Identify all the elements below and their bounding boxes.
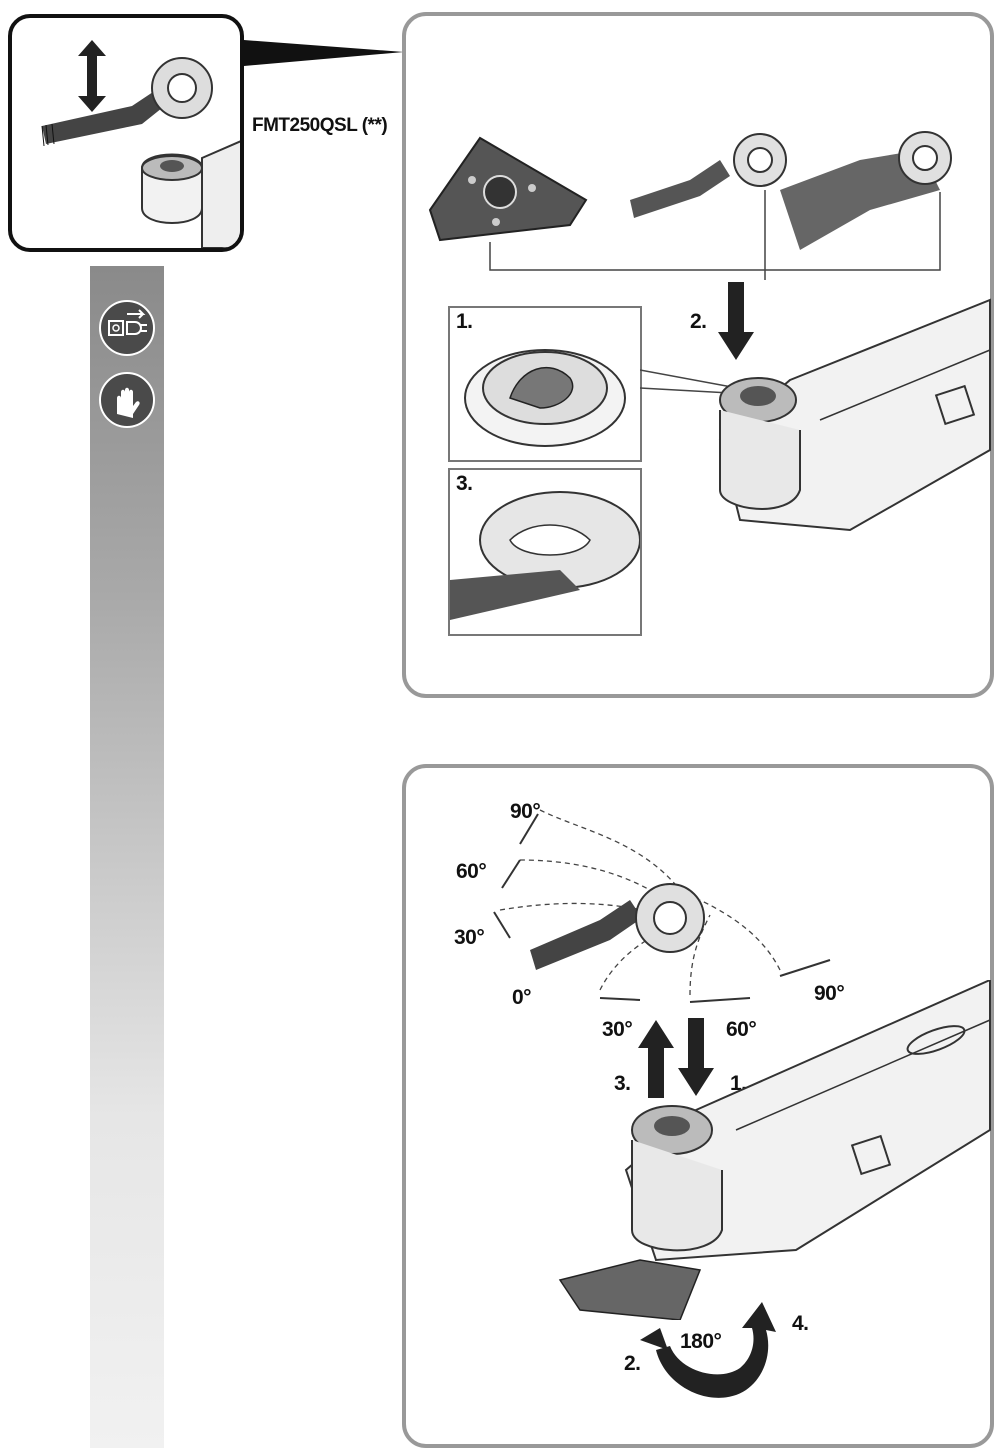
down-arrow-icon [718, 282, 754, 360]
side-strip [90, 266, 164, 1448]
inset-connector [244, 40, 404, 66]
panel1-step1-label: 1. [456, 310, 473, 333]
detail-step-1 [448, 306, 642, 462]
panel2-step2-label: 2. [624, 1352, 641, 1375]
gloves-icon [99, 372, 155, 428]
detail-step-3 [448, 468, 642, 636]
blade-angle-fan [493, 809, 831, 1003]
rotate-angle: 180° [680, 1330, 722, 1353]
angle-90-right: 90° [814, 982, 845, 1005]
unplug-icon [99, 300, 155, 356]
angle-0: 0° [512, 986, 532, 1009]
multitool-body-2 [558, 980, 991, 1320]
rotate-arrows-icon [640, 1302, 776, 1398]
angle-60: 60° [456, 860, 487, 883]
angle-30-left: 30° [454, 926, 485, 949]
blade-removal-inset [8, 14, 244, 252]
angle-90-top: 90° [510, 800, 541, 823]
arrow-down-angle: 60° [726, 1018, 757, 1041]
arrow-up-angle: 30° [602, 1018, 633, 1041]
panel1-step3-label: 3. [456, 472, 473, 495]
panel1-step2-label: 2. [690, 310, 707, 333]
panel2-step3-label: 3. [614, 1072, 631, 1095]
model-label: FMT250QSL (**) [252, 115, 388, 136]
panel2-step4-label: 4. [792, 1312, 809, 1335]
multitool-body [718, 298, 991, 532]
up-down-arrows-icon [638, 1018, 714, 1098]
accessory-row [428, 131, 952, 280]
